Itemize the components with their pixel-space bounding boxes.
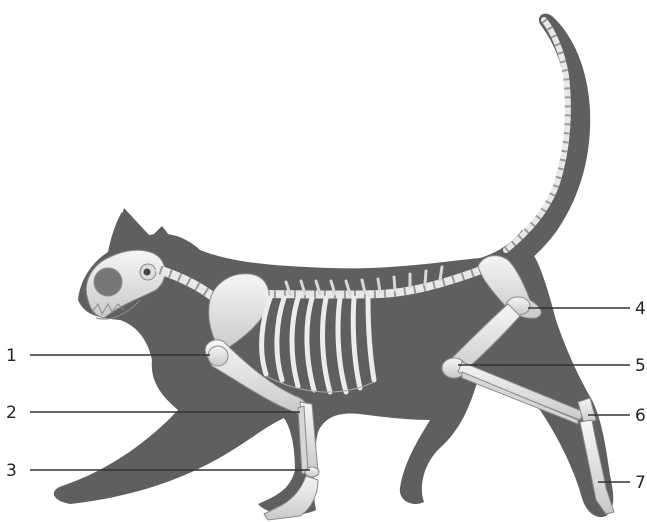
callout-number: 5 (635, 356, 646, 376)
callout-number: 7 (635, 473, 646, 493)
callout-number: 3 (6, 461, 17, 481)
callout-number: 2 (6, 403, 17, 423)
callout-number: 4 (635, 299, 646, 319)
callout-number: 1 (6, 346, 17, 366)
callout-number: 6 (635, 406, 646, 426)
